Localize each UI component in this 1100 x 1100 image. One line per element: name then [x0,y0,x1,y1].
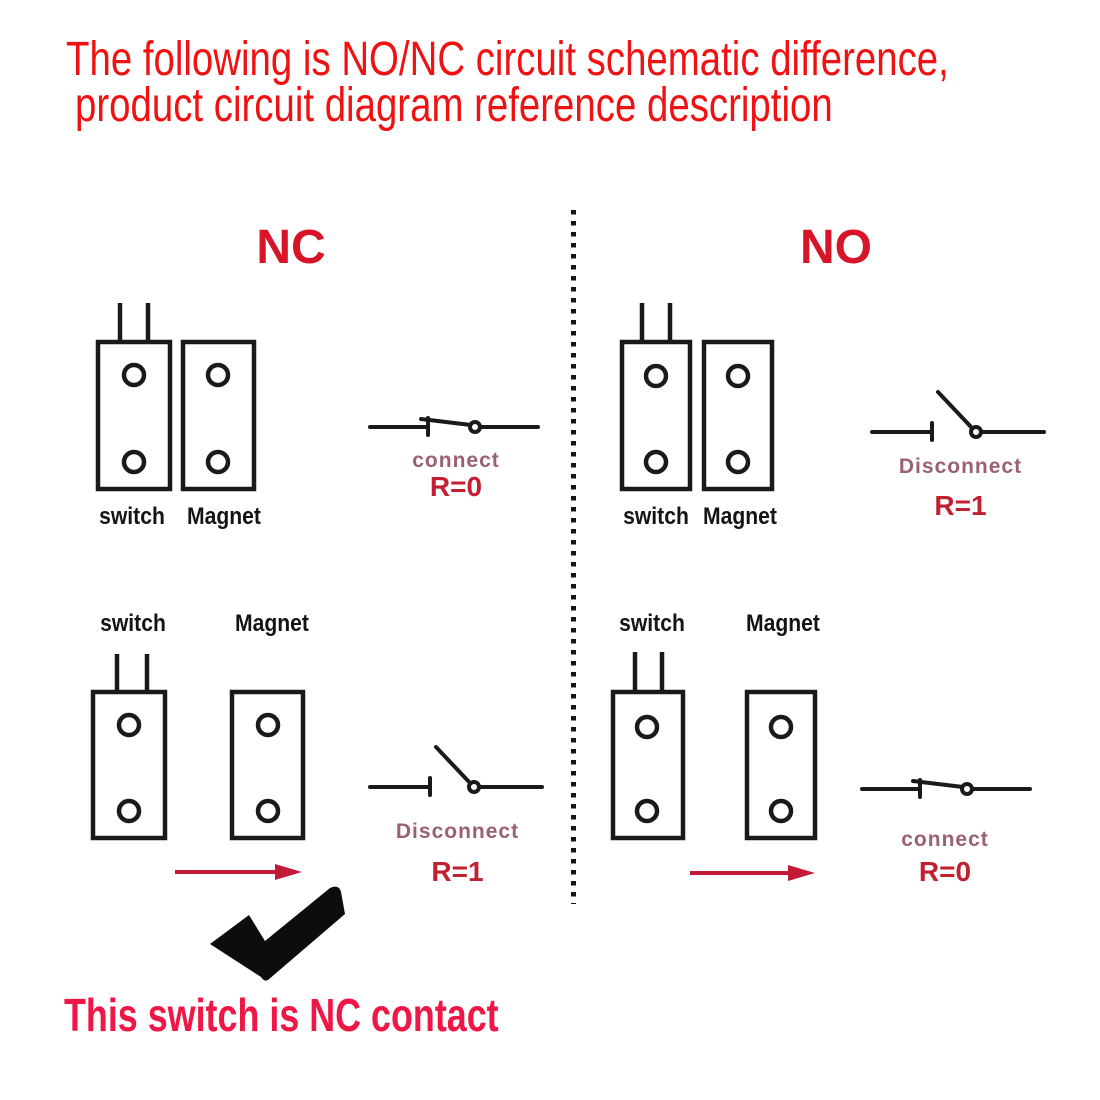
screw-hole [255,798,281,824]
nc-top-resistance-label: R=0 [429,471,483,502]
dotted-divider-line [571,210,576,904]
screw-hole [121,449,147,475]
page-title-line2: product circuit diagram reference descri… [75,79,833,132]
no-bottom-state-label: connect [901,828,989,851]
no-bottom-switch-label: switch [619,610,685,637]
screw-hole [643,363,669,389]
no-top-reed-switch-magnet-diagram [619,303,775,492]
nc-bottom-state-label: Disconnect [395,820,520,843]
screw-hole [205,449,231,475]
nc-bottom-open-switch-symbol-icon [368,745,544,797]
switch-body [610,689,686,841]
magnet-body [701,339,775,492]
nc-bottom-reed-switch-magnet-diagram [90,654,306,841]
screw-hole [768,798,794,824]
no-bottom-magnet-label: Magnet [746,610,820,637]
nc-top-closed-switch-symbol-icon [368,416,540,437]
footer-note: This switch is NC contact [64,989,499,1041]
screw-hole [255,712,281,738]
nc-bottom-magnet-label: Magnet [235,610,309,637]
nc-bottom-switch-label: switch [100,610,166,637]
nc-top-magnet-label: Magnet [187,503,261,530]
nc-top-switch-label: switch [99,503,165,530]
header-nc: NC [256,221,326,274]
screw-hole [725,449,751,475]
screw-hole [121,362,147,388]
no-top-resistance-label: R=1 [934,490,987,521]
screw-hole [634,798,660,824]
magnet-body [744,689,818,841]
screw-hole [116,798,142,824]
nc-bottom-motion-arrow-icon [175,864,302,880]
switch-body [90,689,168,841]
switch-body [95,339,173,492]
no-bottom-closed-switch-symbol-icon [860,778,1032,799]
screw-hole [116,712,142,738]
header-no: NO [800,221,872,274]
no-bottom-motion-arrow-icon [690,865,815,881]
page-title-line1: The following is NO/NC circuit schematic… [66,33,949,86]
screw-hole [768,714,794,740]
nc-top-state-label: connect [412,449,500,472]
screw-hole [643,449,669,475]
nc-bottom-resistance-label: R=1 [431,856,484,887]
no-top-state-label: Disconnect [898,455,1023,478]
screw-hole [725,363,751,389]
magnet-body [180,339,257,492]
no-bottom-resistance-label: R=0 [918,856,972,887]
no-top-switch-label: switch [623,503,689,530]
switch-body [619,339,693,492]
no-top-open-switch-symbol-icon [870,390,1046,442]
no-top-magnet-label: Magnet [703,503,777,530]
magnet-body [229,689,306,841]
screw-hole [205,362,231,388]
no-bottom-reed-switch-magnet-diagram [610,652,818,841]
checkmark-icon [210,886,345,981]
screw-hole [634,714,660,740]
nc-top-reed-switch-magnet-diagram [95,303,257,492]
